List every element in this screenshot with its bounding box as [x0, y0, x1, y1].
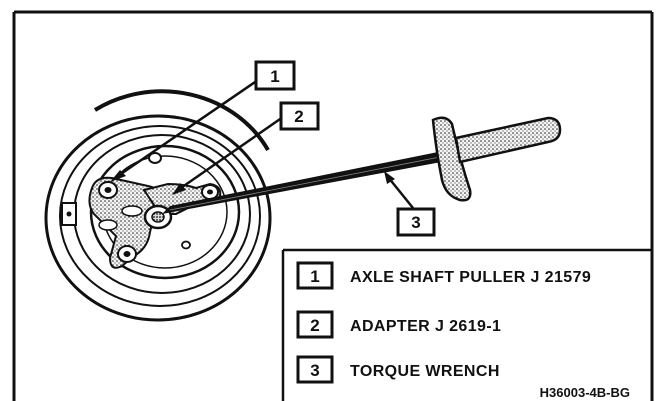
figure-id: H36003-4B-BG: [540, 385, 630, 400]
legend-item-label: TORQUE WRENCH: [350, 363, 500, 380]
adapter: [142, 182, 222, 230]
svg-text:2: 2: [294, 107, 303, 126]
legend-item-label: ADAPTER J 2619-1: [350, 318, 501, 335]
svg-text:3: 3: [411, 213, 420, 232]
legend-item-label: AXLE SHAFT PULLER J 21579: [350, 269, 591, 286]
legend-item-1: 1 AXLE SHAFT PULLER J 21579: [296, 261, 591, 290]
legend-item-number: 2: [310, 316, 319, 335]
legend-item-2: 2 ADAPTER J 2619-1: [296, 310, 501, 339]
legend-panel: 1 AXLE SHAFT PULLER J 21579 2 ADAPTER J …: [281, 248, 652, 401]
callout-arrowheads: [110, 170, 395, 195]
svg-text:1: 1: [270, 67, 279, 86]
callout-2: 2: [279, 101, 320, 131]
axle-shaft-puller: [88, 176, 160, 269]
legend-item-number: 1: [310, 267, 319, 286]
legend-item-3: 3 TORQUE WRENCH: [296, 355, 500, 384]
figure-frame: [12, 10, 654, 401]
legend-item-number: 3: [310, 361, 319, 380]
callout-leader-lines: [114, 78, 414, 209]
callout-1: 1: [254, 60, 296, 91]
callout-3: 3: [396, 207, 436, 237]
torque-wrench: [162, 116, 562, 214]
